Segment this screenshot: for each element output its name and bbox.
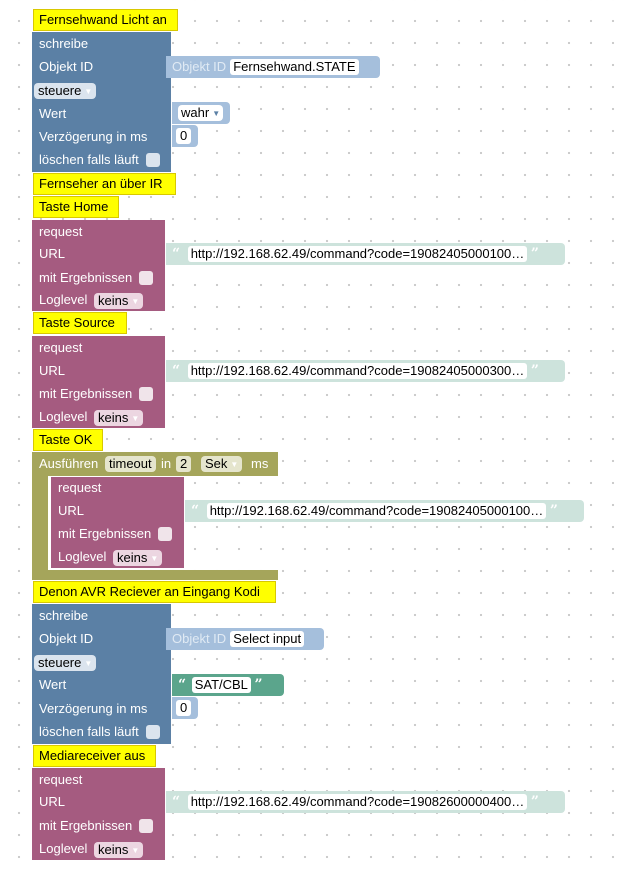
quote-open-icon: “ xyxy=(191,503,200,519)
loglevel-dropdown[interactable]: keins▼ xyxy=(113,550,163,566)
comment-fernseher-ir[interactable]: Fernseher an über IR xyxy=(33,173,176,195)
chevron-down-icon: ▼ xyxy=(212,109,221,118)
quote-open-icon: “ xyxy=(178,677,187,693)
write-label: schreibe xyxy=(39,36,89,51)
object-id-label: Objekt ID xyxy=(39,631,94,646)
loglevel-label: Loglevel xyxy=(39,409,88,424)
delay-value-block[interactable]: 0 xyxy=(172,697,198,719)
chevron-down-icon: ▼ xyxy=(150,554,159,563)
loglevel-dropdown[interactable]: keins▼ xyxy=(94,410,144,426)
chevron-down-icon: ▼ xyxy=(131,297,140,306)
timeout-variable-dropdown[interactable]: timeout xyxy=(105,456,156,472)
quote-open-icon: “ xyxy=(172,246,181,262)
url-label: URL xyxy=(58,503,85,518)
delay-value-block[interactable]: 0 xyxy=(172,125,198,147)
request-label: request xyxy=(39,224,83,239)
with-results-checkbox[interactable] xyxy=(139,387,153,401)
steuere-dropdown[interactable]: steuere▼ xyxy=(34,655,97,671)
object-id-label: Objekt ID xyxy=(39,59,94,74)
comment-taste-source[interactable]: Taste Source xyxy=(33,312,127,334)
write-block-fernsehwand[interactable] xyxy=(32,32,171,172)
delay-input[interactable]: 0 xyxy=(176,128,192,144)
loglevel-dropdown[interactable]: keins▼ xyxy=(94,842,144,858)
url-home-field[interactable]: http://192.168.62.49/command?code=190824… xyxy=(187,246,528,262)
write-block-denon[interactable] xyxy=(32,604,171,744)
steuere-dropdown[interactable]: steuere▼ xyxy=(34,83,97,99)
with-results-label: mit Ergebnissen xyxy=(39,818,133,833)
url-string-block-ok[interactable]: “ http://192.168.62.49/command?code=1908… xyxy=(185,500,584,522)
clear-running-label: löschen falls läuft xyxy=(39,152,139,167)
clear-running-checkbox[interactable] xyxy=(146,153,160,167)
clear-running-label: löschen falls läuft xyxy=(39,724,139,739)
comment-denon[interactable]: Denon AVR Reciever an Eingang Kodi xyxy=(33,581,276,603)
loglevel-label: Loglevel xyxy=(58,549,107,564)
loglevel-label: Loglevel xyxy=(39,292,88,307)
quote-close-icon: ” xyxy=(254,677,263,693)
execute-label: Ausführen xyxy=(39,456,99,471)
unit-dropdown[interactable]: Sek▼ xyxy=(201,456,243,472)
with-results-label: mit Ergebnissen xyxy=(58,526,152,541)
chevron-down-icon: ▼ xyxy=(230,460,239,469)
object-id-field[interactable]: Fernsehwand.STATE xyxy=(230,59,359,75)
delay-label: Verzögerung in ms xyxy=(39,129,148,144)
object-id-placeholder: Objekt ID xyxy=(172,631,227,646)
timeout-value-input[interactable]: 2 xyxy=(176,456,192,472)
ms-label: ms xyxy=(251,456,269,471)
clear-running-checkbox[interactable] xyxy=(146,725,160,739)
delay-label: Verzögerung in ms xyxy=(39,701,148,716)
wahr-dropdown[interactable]: wahr▼ xyxy=(178,105,224,121)
comment-mediareceiver[interactable]: Mediareceiver aus xyxy=(33,745,156,767)
url-label: URL xyxy=(39,363,66,378)
url-string-block-home[interactable]: “ http://192.168.62.49/command?code=1908… xyxy=(166,243,565,265)
chevron-down-icon: ▼ xyxy=(84,87,93,96)
url-media-field[interactable]: http://192.168.62.49/command?code=190826… xyxy=(187,794,528,810)
chevron-down-icon: ▼ xyxy=(84,659,93,668)
request-label: request xyxy=(39,772,83,787)
quote-close-icon: ” xyxy=(530,794,539,810)
with-results-checkbox[interactable] xyxy=(139,819,153,833)
quote-close-icon: ” xyxy=(530,363,539,379)
quote-open-icon: “ xyxy=(172,794,181,810)
loglevel-label: Loglevel xyxy=(39,841,88,856)
quote-open-icon: “ xyxy=(172,363,181,379)
quote-close-icon: ” xyxy=(530,246,539,262)
loglevel-dropdown[interactable]: keins▼ xyxy=(94,293,144,309)
request-label: request xyxy=(58,480,102,495)
value-label: Wert xyxy=(39,106,67,121)
with-results-checkbox[interactable] xyxy=(158,527,172,541)
url-source-field[interactable]: http://192.168.62.49/command?code=190824… xyxy=(187,363,528,379)
object-id-placeholder: Objekt ID xyxy=(172,59,227,74)
url-label: URL xyxy=(39,246,66,261)
delay-input[interactable]: 0 xyxy=(176,700,192,716)
object-id-field[interactable]: Select input xyxy=(230,631,305,647)
with-results-label: mit Ergebnissen xyxy=(39,386,133,401)
url-string-block-media[interactable]: “ http://192.168.62.49/command?code=1908… xyxy=(166,791,565,813)
comment-taste-ok[interactable]: Taste OK xyxy=(33,429,103,451)
write-label: schreibe xyxy=(39,608,89,623)
comment-fernsehwand-licht[interactable]: Fernsehwand Licht an xyxy=(33,9,178,31)
chevron-down-icon: ▼ xyxy=(131,846,140,855)
wahr-value-block[interactable]: wahr▼ xyxy=(172,102,230,124)
url-string-block-source[interactable]: “ http://192.168.62.49/command?code=1908… xyxy=(166,360,565,382)
request-label: request xyxy=(39,340,83,355)
value-label: Wert xyxy=(39,677,67,692)
url-ok-field[interactable]: http://192.168.62.49/command?code=190824… xyxy=(206,503,547,519)
with-results-label: mit Ergebnissen xyxy=(39,270,133,285)
with-results-checkbox[interactable] xyxy=(139,271,153,285)
sat-cbl-field[interactable]: SAT/CBL xyxy=(191,677,251,693)
url-label: URL xyxy=(39,794,66,809)
chevron-down-icon: ▼ xyxy=(131,414,140,423)
in-label: in xyxy=(161,456,172,471)
quote-close-icon: ” xyxy=(549,503,558,519)
sat-cbl-string-block[interactable]: “ SAT/CBL ” xyxy=(172,674,284,696)
comment-taste-home[interactable]: Taste Home xyxy=(33,196,119,218)
